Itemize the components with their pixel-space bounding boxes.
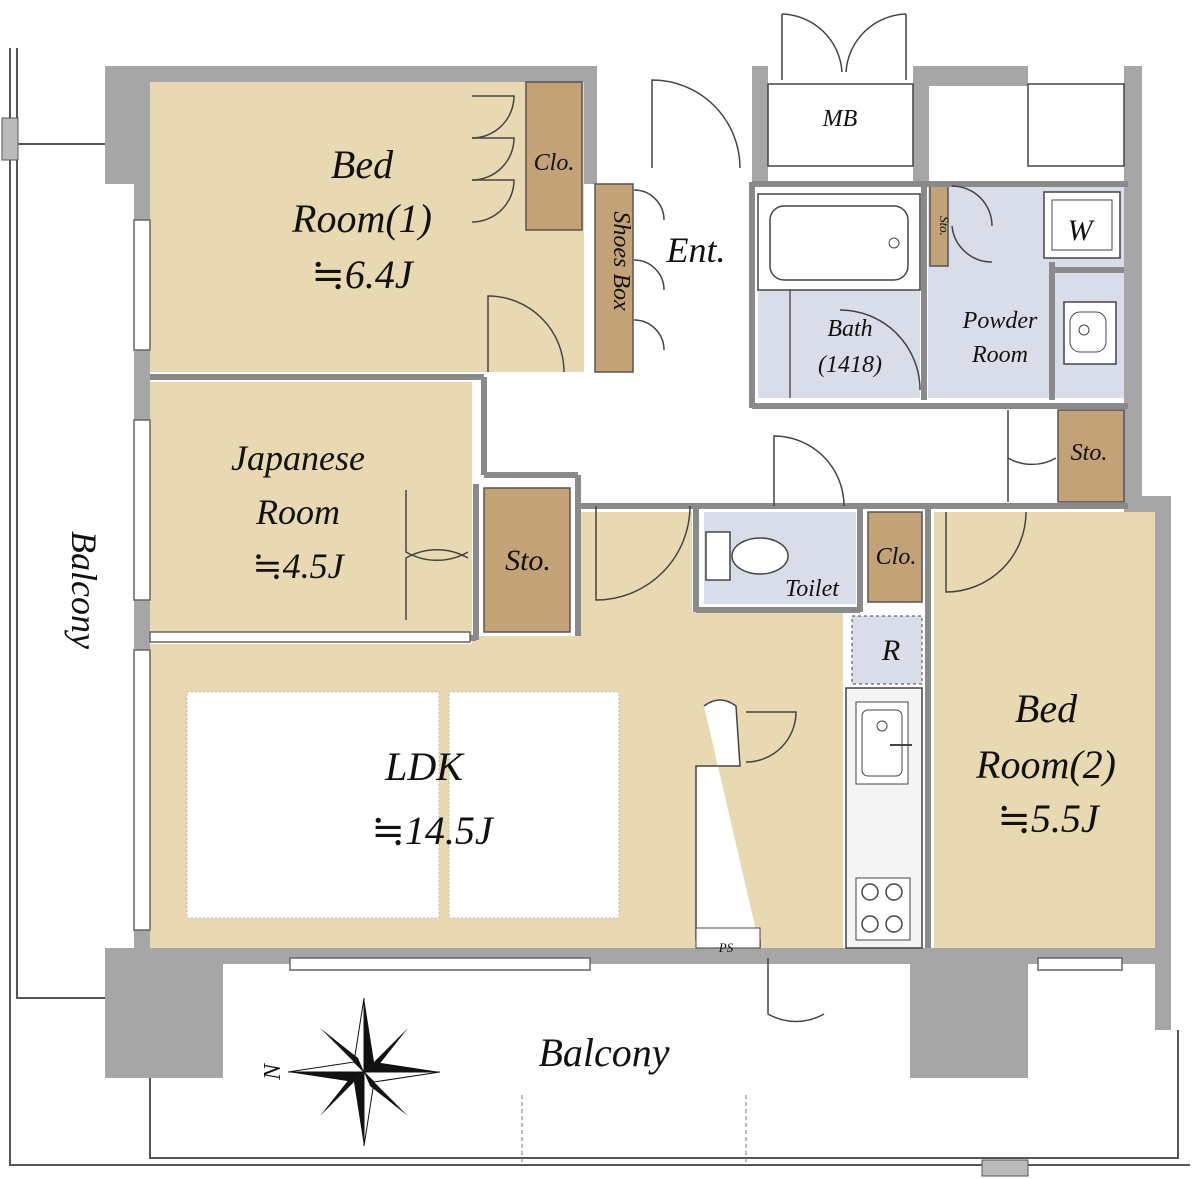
shoes-box bbox=[594, 183, 634, 373]
washer bbox=[1043, 191, 1121, 259]
ps-label: PS bbox=[718, 940, 734, 955]
washer-label: W bbox=[1068, 214, 1096, 247]
sto-japanese-label: Sto. bbox=[505, 544, 551, 577]
bedroom1-name-line1: Bed bbox=[331, 142, 394, 187]
japanese-room-size: ≒4.5J bbox=[252, 546, 345, 586]
balcony-rail-post bbox=[1, 117, 19, 161]
japanese-room-name-line1: Japanese bbox=[231, 438, 365, 478]
ldk-name: LDK bbox=[384, 744, 465, 789]
alcove bbox=[1027, 83, 1125, 167]
bath-name-line2: (1418) bbox=[818, 352, 882, 378]
bedroom1-closet bbox=[525, 81, 583, 231]
walls bbox=[105, 66, 1171, 1078]
windows bbox=[133, 219, 1123, 971]
compass-rose-icon bbox=[287, 997, 441, 1147]
meter-box bbox=[767, 83, 914, 167]
bedroom2-name-line1: Bed bbox=[1015, 686, 1078, 731]
bedroom1-size: ≒6.4J bbox=[311, 252, 415, 297]
japanese-room-name-line2: Room bbox=[255, 492, 340, 532]
compass-north-label: N bbox=[260, 1062, 286, 1081]
shoes-box-label: Shoes Box bbox=[608, 211, 634, 311]
toilet-tank bbox=[705, 531, 731, 581]
sto-hall-label: Sto. bbox=[1071, 440, 1108, 466]
clo-bed2-label: Clo. bbox=[876, 544, 917, 570]
refrigerator bbox=[851, 615, 923, 685]
powder-room-name-line1: Powder bbox=[962, 308, 1038, 334]
balcony-south-label: Balcony bbox=[538, 1030, 669, 1075]
bedroom1-floor bbox=[150, 82, 584, 372]
entrance-label: Ent. bbox=[666, 230, 726, 270]
bedroom2-name-line2: Room(2) bbox=[975, 742, 1116, 787]
powder-room-name-line2: Room bbox=[971, 342, 1028, 368]
bath-name-line1: Bath bbox=[827, 316, 872, 342]
bedroom2-closet bbox=[867, 511, 923, 603]
pipe-space bbox=[695, 927, 761, 949]
mb-label: MB bbox=[822, 106, 858, 132]
rug bbox=[186, 691, 440, 919]
rug bbox=[448, 691, 620, 919]
japanese-storage bbox=[483, 487, 571, 633]
bathtub-basin bbox=[769, 205, 909, 281]
labels: Bed Room(1) ≒6.4J Japanese Room ≒4.5J LD… bbox=[64, 106, 1116, 1081]
balcony-west-label: Balcony bbox=[64, 531, 104, 649]
clo-bed1-label: Clo. bbox=[534, 150, 575, 176]
refrigerator-label: R bbox=[881, 634, 900, 667]
bedroom2-floor bbox=[934, 512, 1155, 948]
drain bbox=[888, 237, 900, 249]
balcony-outline bbox=[9, 48, 1190, 1166]
bedroom2-size: ≒5.5J bbox=[997, 796, 1101, 841]
hall-storage bbox=[1057, 409, 1125, 503]
doors bbox=[405, 13, 1057, 1023]
floor-areas bbox=[1, 13, 1190, 1177]
toilet-name: Toilet bbox=[785, 576, 840, 602]
storage bbox=[483, 81, 1125, 633]
ldk-size: ≒14.5J bbox=[371, 808, 495, 853]
bedroom1-name-line2: Room(1) bbox=[291, 196, 432, 241]
toilet-bowl bbox=[731, 537, 789, 575]
japanese-room-floor bbox=[150, 382, 472, 636]
balcony-rail-post bbox=[981, 1159, 1029, 1177]
sto-bath-label: Sto. bbox=[937, 216, 952, 236]
